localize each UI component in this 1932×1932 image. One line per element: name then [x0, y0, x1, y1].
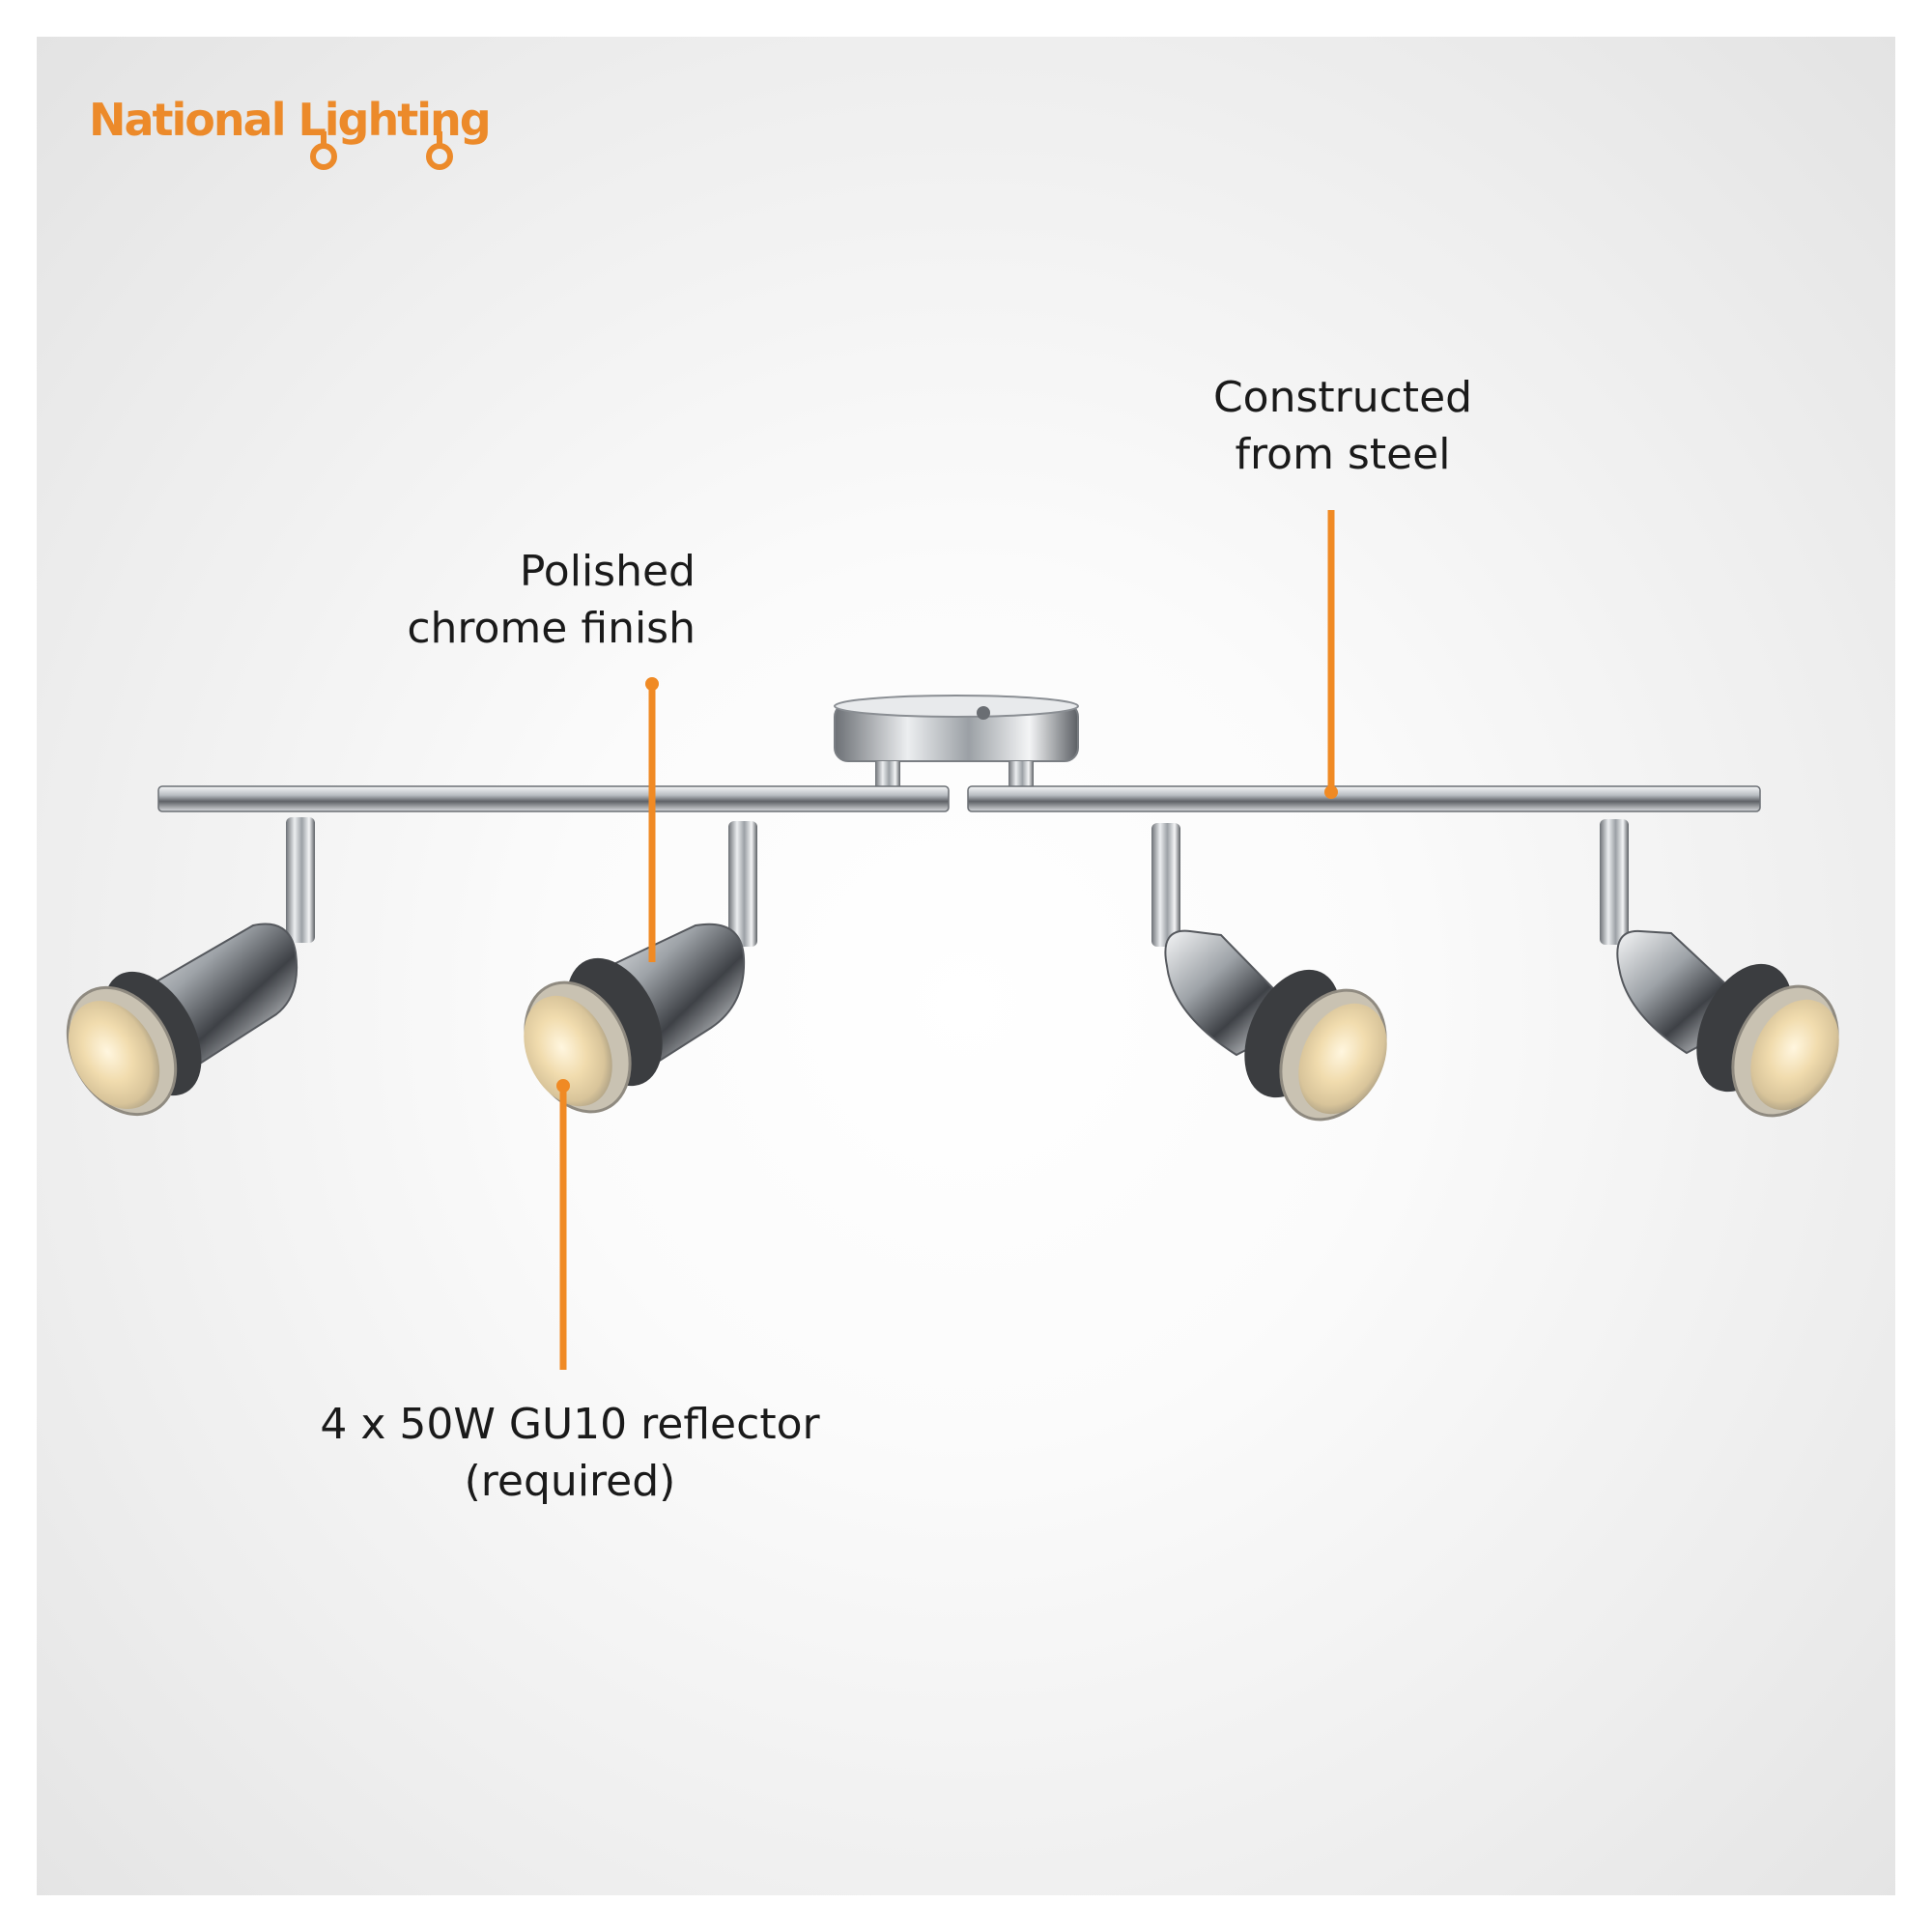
callout-bulb-line2: (required)	[464, 1457, 676, 1506]
main-bar	[157, 785, 1761, 812]
callout-bulb: 4 x 50W GU10 reflector (required)	[280, 1396, 860, 1510]
callout-chrome-line1: Polished	[519, 547, 696, 596]
spotlight-2	[524, 821, 757, 1114]
callout-chrome: Polished chrome finish	[232, 543, 696, 657]
spotlight-3	[1151, 823, 1387, 1122]
callout-chrome-line2: chrome finish	[407, 604, 696, 653]
product-image-frame	[37, 37, 1895, 1895]
callout-bulb-pointer	[556, 1079, 570, 1370]
spotlight-1	[66, 817, 315, 1117]
callout-steel-line1: Constructed	[1212, 373, 1473, 422]
ceiling-plate	[834, 695, 1079, 794]
spotlight-4	[1600, 819, 1839, 1118]
callout-steel-pointer	[1324, 510, 1338, 799]
callout-steel-line2: from steel	[1235, 430, 1451, 479]
callout-chrome-pointer	[645, 677, 659, 962]
brand-logo: National Lighting	[89, 93, 492, 180]
bulb-icon	[310, 131, 453, 170]
callout-bulb-line1: 4 x 50W GU10 reflector	[320, 1400, 820, 1449]
brand-name: National Lighting	[89, 94, 492, 146]
callout-steel: Constructed from steel	[1092, 369, 1594, 483]
